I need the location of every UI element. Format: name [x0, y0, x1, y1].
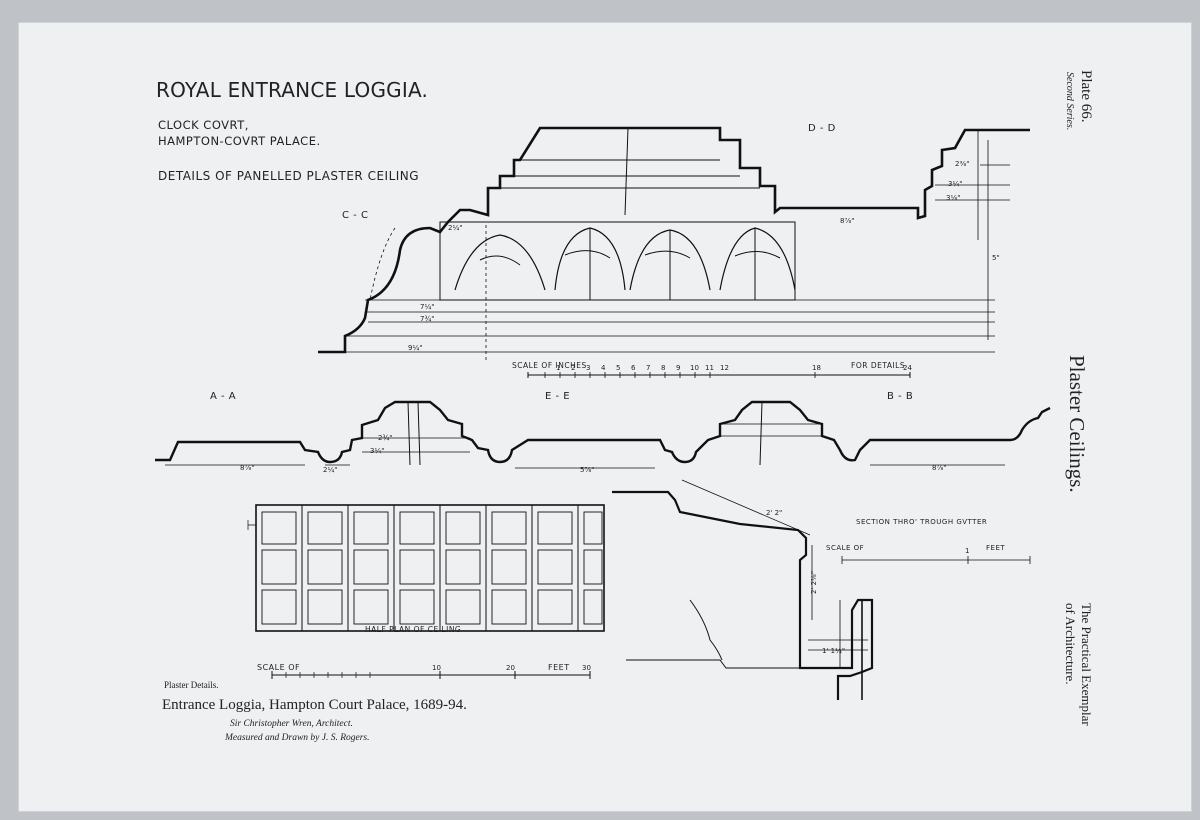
scale-of-inches: [527, 372, 911, 378]
caption-plaster-details: Plaster Details.: [164, 680, 219, 690]
dim-dd-3: 3¼": [948, 180, 962, 188]
tick-inch-18: 18: [812, 364, 821, 372]
caption-main: Entrance Loggia, Hampton Court Palace, 1…: [162, 697, 467, 713]
dim-dd-2: 3⅛": [946, 194, 960, 202]
half-plan-label: HALF PLAN OF CEILING: [365, 625, 462, 634]
dim-gutter-2: 2' 2⅛": [810, 571, 818, 594]
for-details-label: FOR DETAILS: [851, 361, 906, 370]
caption-architect: Sir Christopher Wren, Architect.: [230, 719, 353, 729]
feet-scale-of-label: SCALE OF: [257, 663, 301, 672]
tick-inch-5: 5: [616, 364, 620, 372]
tick-inch-6: 6: [631, 364, 636, 372]
dim-ee-1: 5⅞": [580, 466, 594, 474]
dim-ee-3: 2¾": [378, 434, 392, 442]
plate-number: Plate 66.: [1078, 70, 1094, 123]
dimension-annotations: 2¼" 7¼" 7¾" 9¼" 2⅜" 3⅛" 3¼" 8⅞" 5" 8⅞" 2…: [240, 160, 1000, 672]
subtitle-palace: HAMPTON-COVRT PALACE.: [158, 134, 321, 148]
tick-feet-10: 10: [432, 664, 441, 672]
dim-aa-1: 8⅞": [240, 464, 254, 472]
section-label-dd: D - D: [808, 123, 836, 134]
scale-of-inches-label: SCALE OF INCHES: [512, 361, 587, 370]
section-label-ee: E - E: [545, 391, 571, 402]
gutter-feet-label: FEET: [986, 544, 1006, 552]
drawing-plate: [18, 22, 1192, 812]
section-label-aa: A - A: [210, 391, 237, 402]
tick-inch-8: 8: [661, 364, 665, 372]
gutter-section: [612, 479, 1031, 700]
half-plan-ceiling: [247, 504, 605, 632]
tick-inch-9: 9: [676, 364, 680, 372]
tick-inch-11: 11: [705, 364, 714, 372]
tick-inch-24: 24: [903, 364, 912, 372]
dim-gutter-1: 2' 2": [766, 509, 782, 517]
dim-cc-2: 7¼": [420, 303, 434, 311]
feet-label: FEET: [548, 663, 570, 672]
dim-dd-5: 5": [992, 254, 1000, 262]
caption-drawn-by: Measured and Drawn by J. S. Rogers.: [225, 733, 370, 743]
subtitle-details: DETAILS OF PANELLED PLASTER CEILING: [158, 169, 420, 183]
dim-cc-4: 9¼": [408, 344, 422, 352]
series-label: Second Series.: [1064, 72, 1075, 131]
tick-gutter-1: 1: [965, 547, 969, 555]
dim-ee-2: 3¼": [370, 447, 384, 455]
gutter-section-title: SECTION THRO' TROUGH GVTTER: [856, 518, 988, 526]
scale-of-feet: [271, 671, 591, 679]
subject-title: Plaster Ceilings.: [1065, 355, 1089, 493]
sections-aa-ee-bb-profile: [155, 400, 1051, 469]
dim-bb-1: 8⅞": [932, 464, 946, 472]
plate-title: ROYAL ENTRANCE LOGGIA.: [156, 78, 429, 102]
tick-inch-2: 2: [571, 364, 575, 372]
tick-feet-30: 30: [582, 664, 591, 672]
section-cc-dd-profile: [318, 126, 1030, 360]
tick-inch-7: 7: [646, 364, 650, 372]
dim-dd-4: 8⅞": [840, 217, 854, 225]
dim-gutter-3: 1' 1¼": [822, 647, 845, 655]
dim-cc-1: 2¼": [448, 224, 462, 232]
dim-dd-1: 2⅜": [955, 160, 969, 168]
tick-inch-12: 12: [720, 364, 729, 372]
subtitle-clock-court: CLOCK COVRT,: [158, 118, 249, 132]
tick-feet-20: 20: [506, 664, 515, 672]
publication-title-line2: of Architecture.: [1063, 603, 1078, 685]
gutter-scale-of-label: SCALE OF: [826, 544, 865, 552]
publication-title-line1: The Practical Exemplar: [1079, 603, 1094, 726]
tick-inch-3: 3: [586, 364, 590, 372]
tick-inch-1: 1: [556, 364, 560, 372]
section-label-cc: C - C: [342, 210, 369, 221]
tick-inch-4: 4: [601, 364, 606, 372]
section-label-bb: B - B: [887, 391, 914, 402]
tick-inch-10: 10: [690, 364, 699, 372]
dim-cc-3: 7¾": [420, 315, 434, 323]
dim-aa-2: 2¼": [323, 466, 337, 474]
